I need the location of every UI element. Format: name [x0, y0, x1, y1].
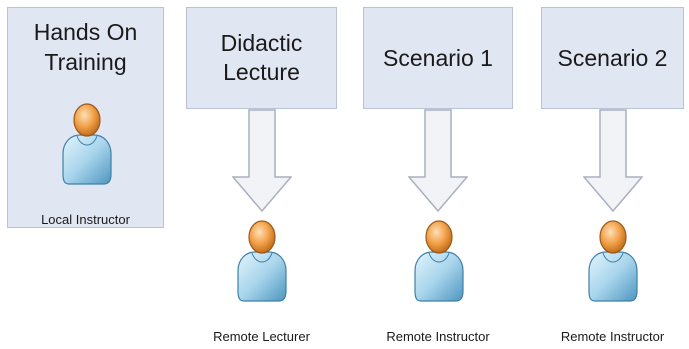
hands-on-training-title: Hands On Training	[33, 19, 138, 75]
person-icon	[237, 219, 287, 303]
scenario-1-title: Scenario 1	[383, 44, 493, 71]
remote-lecturer-label: Remote Lecturer	[213, 329, 310, 344]
down-arrow-icon	[232, 109, 292, 212]
local-instructor-label: Local Instructor	[41, 212, 130, 227]
down-arrow-icon	[583, 109, 643, 212]
scenario-2-box: Scenario 2	[541, 7, 684, 109]
didactic-lecture-title: Didactic Lecture	[220, 30, 303, 85]
person-icon	[62, 102, 112, 186]
scenario-1-box: Scenario 1	[363, 7, 513, 109]
person-icon	[588, 219, 638, 303]
remote-instructor-label-1: Remote Instructor	[386, 329, 490, 344]
scenario-2-title: Scenario 2	[557, 44, 668, 71]
remote-instructor-label-2: Remote Instructor	[560, 329, 665, 344]
down-arrow-icon	[408, 109, 468, 212]
hands-on-training-box: Hands On Training Local Instructor	[7, 7, 164, 228]
person-icon	[414, 219, 464, 303]
didactic-lecture-box: Didactic Lecture	[186, 7, 337, 109]
